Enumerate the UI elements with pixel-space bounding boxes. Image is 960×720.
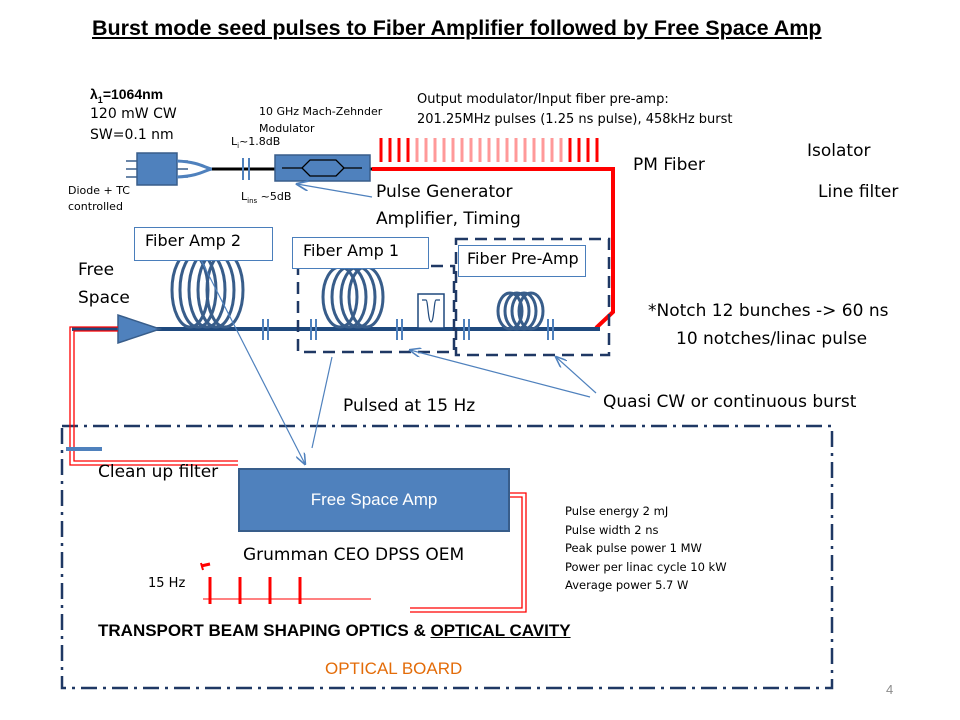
hz15-label: 15 Hz	[148, 576, 186, 591]
isolator-label: Isolator	[807, 141, 871, 161]
loss-ins: Lins ~5dB	[241, 190, 292, 206]
chain-splice-marks-icon	[262, 319, 554, 340]
fiber-amp2-box: Fiber Amp 2	[134, 227, 273, 261]
fiber-preamp-box: Fiber Pre-Amp	[458, 245, 586, 277]
arrow-pulsed-to-fiber-amp1	[311, 356, 333, 449]
spec-energy: Pulse energy 2 mJ	[565, 504, 669, 518]
fiber-preamp-label: Fiber Pre-Amp	[467, 249, 579, 268]
pulse-gen-label-1: Pulse Generator	[376, 182, 513, 202]
spec-avg: Average power 5.7 W	[565, 578, 689, 592]
pulse-gen-label-2: Amplifier, Timing	[376, 209, 521, 229]
laser-power: 120 mW CW	[90, 106, 177, 122]
spec-width: Pulse width 2 ns	[565, 522, 659, 537]
fiber-amp2-coil-icon	[170, 251, 245, 329]
arrow-quasi-to-amp1	[410, 350, 591, 398]
pulsed-label: Pulsed at 15 Hz	[343, 396, 476, 416]
loss-li: Li~1.8dB	[231, 135, 281, 151]
quasi-label: Quasi CW or continuous burst	[603, 392, 857, 412]
splice-marks-icon	[242, 158, 250, 180]
pm-fiber-line	[372, 167, 615, 330]
laser-wavelength: λ1=1064nm	[90, 86, 164, 105]
spec-peak: Peak pulse power 1 MW	[565, 541, 702, 555]
fiber-preamp-dashed-box	[454, 237, 611, 357]
optical-board-label: OPTICAL BOARD	[325, 659, 463, 678]
pulse-train-icon	[379, 138, 599, 162]
arrow-fiber-amp2-to-fsa	[199, 257, 305, 464]
grumman-label: Grumman CEO DPSS OEM	[243, 545, 465, 565]
free-space-beam-path	[69, 326, 527, 613]
line-filter-label: Line filter	[818, 182, 899, 202]
output-mod-label-1: Output modulator/Input fiber pre-amp:	[417, 92, 669, 107]
output-mod-label-2: 201.25MHz pulses (1.25 ns pulse), 458kHz…	[417, 112, 733, 127]
pulse-gen-arrow	[297, 184, 373, 198]
modulator-label-1: 10 GHz Mach-Zehnder	[259, 105, 383, 118]
diode-label: Diode + TC	[68, 184, 130, 197]
fiber-amp1-coil-icon	[321, 265, 385, 329]
notch-label-1: *Notch 12 bunches -> 60 ns	[648, 301, 889, 321]
free-space-label-2: Space	[78, 288, 130, 308]
fiber-amp1-label: Fiber Amp 1	[303, 241, 400, 260]
bottom-caption: TRANSPORT BEAM SHAPING OPTICS & OPTICAL …	[98, 621, 571, 640]
mach-zehnder-modulator-icon	[274, 154, 371, 182]
fiber-preamp-coil-icon	[496, 291, 545, 331]
modulator-label-2: Modulator	[259, 122, 315, 135]
notch-label-2: 10 notches/linac pulse	[676, 329, 868, 349]
spec-linac: Power per linac cycle 10 kW	[565, 559, 727, 574]
laser-sw: SW=0.1 nm	[90, 127, 174, 143]
cleanup-filter-label: Clean up filter	[98, 462, 219, 482]
specs-block: Pulse energy 2 mJ Pulse width 2 ns Peak …	[565, 502, 785, 595]
diode-label-2: controlled	[68, 200, 123, 213]
page-number: 4	[886, 682, 894, 697]
free-space-coupler-icon	[117, 313, 163, 345]
optical-board-border	[60, 424, 834, 690]
pulse-15hz-icon	[200, 562, 371, 604]
notch-filter-icon	[417, 293, 445, 329]
arrow-quasi-to-preamp	[556, 357, 597, 394]
free-space-amp-label: Free Space Amp	[310, 490, 438, 509]
diode-laser-icon	[126, 152, 213, 186]
pm-fiber-label: PM Fiber	[633, 155, 705, 175]
page-title: Burst mode seed pulses to Fiber Amplifie…	[92, 16, 822, 40]
free-space-amp-box: Free Space Amp	[238, 468, 510, 532]
fiber-amp2-label: Fiber Amp 2	[145, 231, 242, 250]
free-space-label-1: Free	[78, 260, 115, 280]
fiber-amp1-box: Fiber Amp 1	[292, 237, 429, 269]
